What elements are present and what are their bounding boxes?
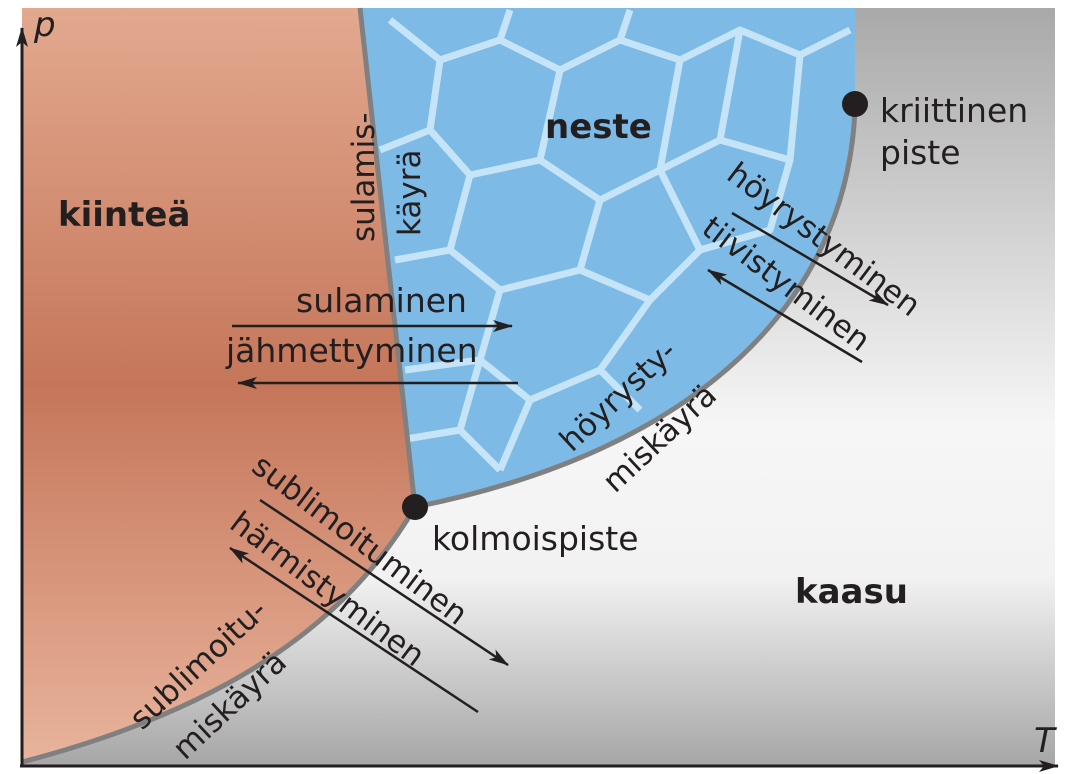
critical-point-label-line2: piste bbox=[880, 133, 961, 172]
gas-region-label: kaasu bbox=[795, 572, 908, 612]
triple-point-label: kolmoispiste bbox=[432, 519, 639, 558]
triple-point-marker bbox=[402, 494, 428, 520]
critical-point-marker bbox=[842, 91, 868, 117]
solidification-process-label: jähmettyminen bbox=[225, 331, 478, 370]
solid-region-label: kiinteä bbox=[58, 195, 190, 235]
melting-process-label: sulaminen bbox=[296, 281, 467, 320]
y-axis-label: p bbox=[33, 5, 56, 45]
critical-point-label-line1: kriittinen bbox=[880, 91, 1028, 130]
liquid-region-label: neste bbox=[545, 107, 652, 147]
melting-curve-label-line2: käyrä bbox=[392, 150, 428, 237]
x-axis-label: T bbox=[1034, 721, 1057, 761]
melting-curve-label-line1: sulamis- bbox=[346, 112, 382, 242]
